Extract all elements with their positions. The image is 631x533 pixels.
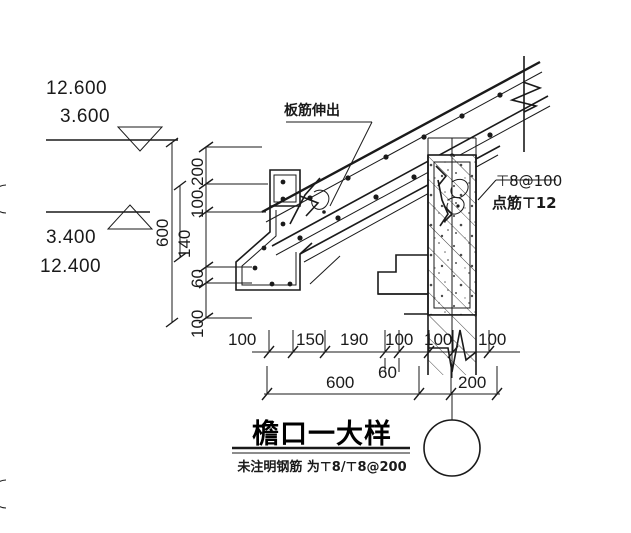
vdim-140: 140 [175,230,194,258]
horizontal-dimension-chain [252,330,520,359]
hdim-offset-60: 60 [378,363,397,382]
vdim-60: 60 [188,269,207,288]
slab-rebar-note: 板筋伸出 [284,103,340,119]
column-circle-symbol [423,394,481,477]
note-leader-lines [286,121,556,285]
elevation-value-1: 12.600 [46,78,107,99]
vdim-600: 600 [153,219,172,247]
stepped-ledge [377,254,428,315]
vertical-dimension-chain [165,137,268,328]
hdim-190: 190 [340,330,368,349]
hdim-overall-600: 600 [326,373,354,392]
hdim-100-c: 100 [424,330,452,349]
drawing-title: 檐口一大样 [252,419,392,450]
hdim-150: 150 [296,330,324,349]
elevation-value-3: 3.400 [46,227,96,248]
vdim-200: 200 [188,158,207,186]
edge-circle-marks [0,184,7,509]
hdim-100-a: 100 [228,330,256,349]
horizontal-overall-dimension [261,358,503,401]
sloped-roof-slab [261,56,551,256]
vdim-100-upper: 100 [188,190,207,218]
elevation-value-2: 3.600 [60,106,110,127]
vdim-100-lower: 100 [188,310,207,338]
hdim-100-d: 100 [478,330,506,349]
stirrup-spec-label: ⊤8@100 [496,172,563,190]
rebar-hook-symbols [289,165,469,227]
elevation-markers [46,126,178,230]
title-underline [232,446,410,454]
drawing-subtitle: 未注明钢筋 为⊤8/⊤8@200 [237,460,407,475]
elevation-value-4: 12.400 [40,256,101,277]
hdim-100-b: 100 [385,330,413,349]
point-rebar-spec-label: 点筋⊤12 [492,194,557,212]
hdim-overall-200: 200 [458,373,486,392]
